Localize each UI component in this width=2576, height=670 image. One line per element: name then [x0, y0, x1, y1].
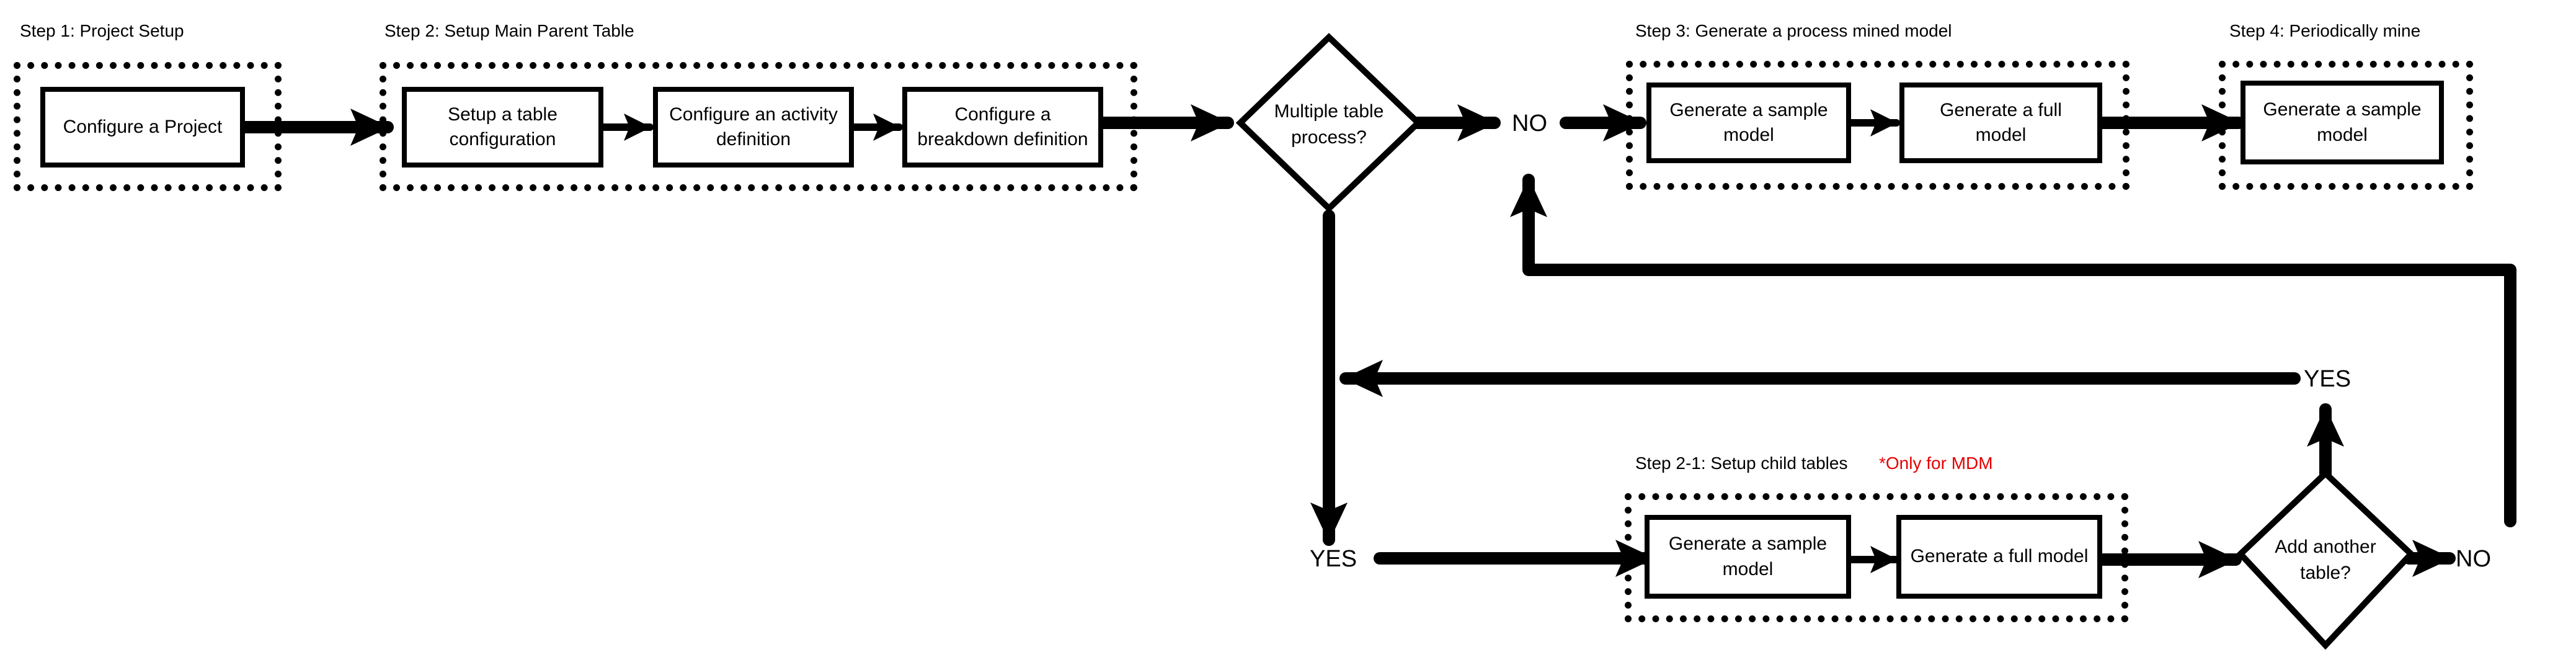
breakdown-definition-box: Configure a breakdown definition [902, 87, 1103, 168]
step1-label: Step 1: Project Setup [20, 21, 184, 40]
multiple-table-decision-label: Multiple table process? [1274, 100, 1384, 148]
table-configuration-box: Setup a table configuration [402, 87, 603, 168]
group-step1 [14, 62, 282, 191]
configure-project-box: Configure a Project [40, 87, 245, 168]
group-step21 [1625, 493, 2128, 622]
mdm-note: *Only for MDM [1879, 453, 1993, 473]
yes-loop-label: YES [2304, 366, 2352, 392]
step3-label: Step 3: Generate a process mined model [1635, 21, 1952, 40]
no-branch-label: NO [1512, 110, 1547, 136]
step21-full-model-box: Generate a full model [1896, 515, 2102, 599]
step21-label: Step 2-1: Setup child tables [1635, 453, 1848, 473]
group-step3 [1626, 61, 2130, 190]
activity-definition-box: Configure an activity definition [653, 87, 854, 168]
decision-diamond-multiple-table [1235, 33, 1423, 213]
step21-sample-model-box: Generate a sample model [1645, 515, 1851, 599]
step3-sample-model-box: Generate a sample model [1646, 83, 1851, 163]
group-step2 [380, 62, 1137, 191]
step3-full-model-box: Generate a full model [1899, 83, 2102, 163]
decision-diamond-add-another [2236, 469, 2416, 650]
step4-sample-model-box: Generate a sample model [2241, 81, 2444, 164]
step2-label: Step 2: Setup Main Parent Table [384, 21, 634, 40]
add-another-table-decision-label: Add another table? [2275, 536, 2376, 583]
no-loop-label: NO [2456, 546, 2491, 572]
arrow-no-loop-back [1510, 174, 2516, 527]
step4-label: Step 4: Periodically mine [2229, 21, 2421, 40]
yes-branch-label: YES [1310, 546, 1357, 572]
group-step4 [2219, 61, 2473, 190]
